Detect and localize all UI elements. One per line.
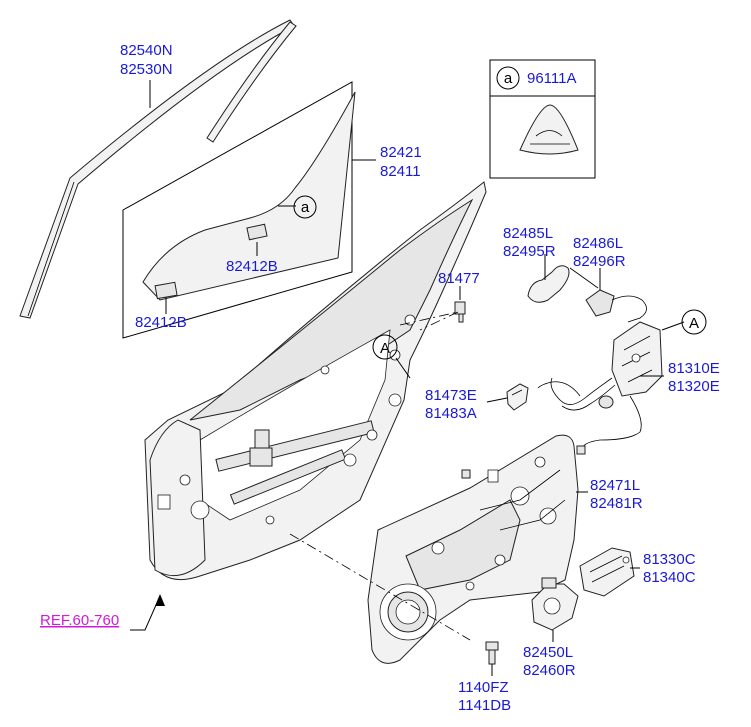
- leader-striker: [486, 397, 508, 403]
- label-handle-2: 82495R: [503, 243, 556, 260]
- assembly-line-1: [419, 311, 459, 331]
- handle-base: [569, 267, 647, 323]
- striker-cover: [506, 383, 529, 411]
- label-motor-2: 82460R: [523, 662, 576, 679]
- bolt-part: [454, 301, 466, 323]
- assembly-line-2: [289, 533, 471, 641]
- label-glass-2: 82411: [380, 163, 421, 180]
- window-actuator: [579, 547, 635, 597]
- glass-clip-upper: [246, 223, 268, 241]
- label-clip-upper: 82412B: [226, 258, 278, 275]
- run-channel-strip: [19, 19, 297, 319]
- label-striker-1: 81473E: [425, 387, 477, 404]
- leader-latch-A: [661, 321, 685, 331]
- label-run-channel-2: 82530N: [120, 61, 173, 78]
- leader-ref: [130, 595, 161, 631]
- callout-a-glass: a: [293, 195, 317, 219]
- callout-A-latch: A: [681, 309, 707, 335]
- glass-clip-lower: [154, 281, 178, 300]
- callout-a-box-letter: a: [504, 70, 513, 87]
- label-glass-1: 82421: [380, 144, 422, 161]
- label-motor-1: 82450L: [523, 644, 573, 661]
- reference-label[interactable]: REF.60-760: [40, 612, 119, 629]
- callout-A-latch-letter: A: [689, 315, 699, 332]
- door-inner-frame: [144, 181, 487, 580]
- label-run-channel-1: 82540N: [120, 42, 173, 59]
- assembly-line-3: [399, 311, 459, 326]
- label-set-box: [489, 59, 596, 179]
- label-label-set: 96111A: [527, 70, 577, 87]
- regulator-motor: [531, 577, 579, 631]
- callout-a-letter: a: [301, 199, 310, 216]
- label-screw-1: 1140FZ: [458, 679, 509, 696]
- door-latch: [537, 321, 663, 455]
- callout-A-frame: A: [372, 334, 398, 360]
- outside-handle: [527, 265, 570, 303]
- label-handle-base-1: 82486L: [573, 235, 623, 252]
- callout-A-frame-letter: A: [380, 340, 390, 357]
- leader-A-frame: [395, 357, 411, 379]
- label-handle-base-2: 82496R: [573, 253, 626, 270]
- glass-box: [122, 81, 356, 339]
- label-striker-2: 81483A: [425, 405, 477, 422]
- label-handle-1: 82485L: [503, 225, 553, 242]
- label-actuator-2: 81340C: [643, 569, 696, 586]
- label-bolt: 81477: [438, 270, 480, 287]
- label-actuator-1: 81330C: [643, 551, 696, 568]
- screw-part: [485, 641, 499, 665]
- label-module-1: 82471L: [590, 477, 640, 494]
- callout-a-box: a: [496, 66, 520, 90]
- label-clip-lower: 82412B: [135, 314, 187, 331]
- ref-arrow-head: [155, 594, 165, 606]
- label-latch-2: 81320E: [668, 378, 720, 395]
- label-screw-2: 1141DB: [458, 697, 511, 714]
- label-latch-1: 81310E: [668, 360, 720, 377]
- door-module-panel: [367, 434, 579, 664]
- label-module-2: 82481R: [590, 495, 643, 512]
